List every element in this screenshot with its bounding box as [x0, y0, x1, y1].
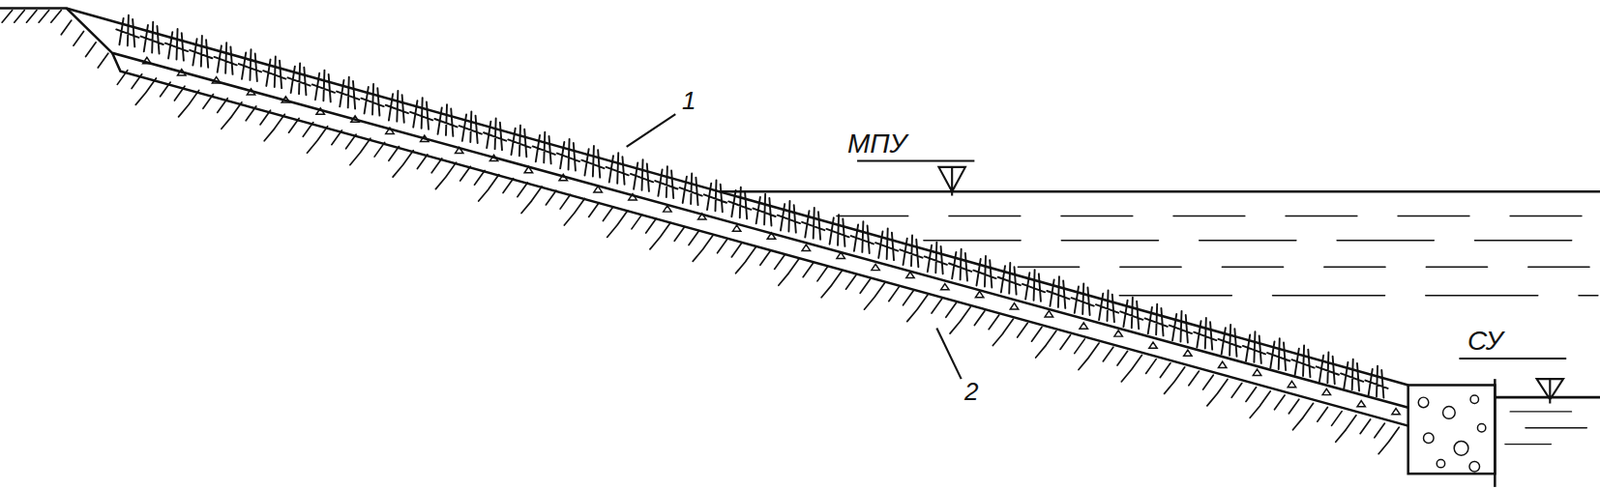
- level-underline: [857, 160, 975, 163]
- concrete-aggregate: [1436, 459, 1445, 468]
- concrete-aggregate: [1469, 462, 1481, 474]
- gravel: [143, 57, 1401, 415]
- concrete-aggregate: [1470, 395, 1479, 404]
- concrete-aggregate: [1418, 397, 1429, 409]
- level-label: МПУ: [847, 130, 908, 158]
- grass-tuft: [116, 15, 1388, 399]
- level-underline: [1458, 357, 1567, 360]
- layer-bottom: [112, 53, 1409, 427]
- layer-line: [66, 7, 1409, 408]
- water-dash: [836, 215, 1599, 445]
- outlines: [0, 7, 1600, 487]
- level-marker: [1537, 379, 1564, 404]
- leader-line: [626, 114, 677, 148]
- slope-surface: [0, 7, 1409, 386]
- callout-number: 1: [681, 88, 696, 114]
- concrete-block: [1408, 385, 1496, 475]
- water-level: [719, 190, 1600, 194]
- concrete-aggregate: [1453, 441, 1469, 456]
- leader-line: [936, 327, 961, 380]
- callout-number: 2: [964, 379, 978, 405]
- concrete-aggregate: [1443, 407, 1456, 420]
- level-marker: [938, 167, 965, 197]
- level-label: СУ: [1467, 327, 1504, 356]
- tick-line: [1493, 379, 1497, 488]
- concrete-aggregate: [1477, 424, 1485, 433]
- concrete-aggregate: [1423, 433, 1435, 445]
